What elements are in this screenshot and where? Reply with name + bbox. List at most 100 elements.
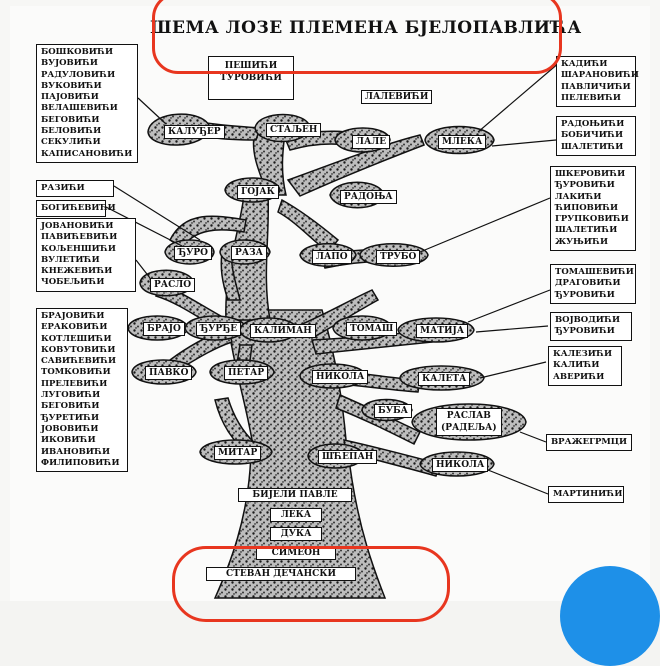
node-raslav-box: РАСЛАВ (РАДЕЉА) bbox=[436, 408, 502, 436]
list-bogicevici: БОГИЋЕВИЋИ bbox=[36, 200, 116, 218]
list-item: КАПИСАНОВИЋИ bbox=[41, 148, 133, 159]
node-brajo: БРАЈО bbox=[143, 322, 185, 336]
node-raslav: РАСЛАВ bbox=[446, 411, 491, 421]
node-shchepan: ШЋЕПАН bbox=[318, 450, 378, 464]
list-item: ЛУГОВИЋИ bbox=[41, 390, 101, 401]
list-item: БОШКОВИЋИ bbox=[41, 47, 114, 57]
node-duka: ДУКА bbox=[270, 527, 322, 541]
node-petar: ПЕТАР bbox=[224, 366, 269, 380]
list-item: ШАРАНОВИЋИ bbox=[561, 70, 639, 81]
list-item: ПАВИЋЕВИЋИ bbox=[41, 232, 118, 243]
list-item: РАДУЛОВИЋИ bbox=[41, 69, 116, 80]
node-buba: БУБА bbox=[374, 404, 413, 418]
list-right-3: ШКЕРОВИЋИ ЂУРОВИЋИ ЛАКИЋИ ЋИПОВИЋИ ГРУПК… bbox=[550, 166, 636, 252]
list-item: ГРУПКОВИЋИ bbox=[555, 214, 629, 225]
node-tomash: ТОМАШ bbox=[346, 322, 398, 336]
list-item: ВОЈВОДИЋИ bbox=[555, 315, 621, 325]
list-item: КОТЛЕШИЋИ bbox=[41, 333, 112, 344]
list-item: ДРАГОВИЋИ bbox=[555, 278, 621, 289]
list-item: ТОМАШЕВИЋИ bbox=[555, 267, 634, 277]
node-pavko: ПАВКО bbox=[145, 366, 193, 380]
list-item: ВЕЛАШЕВИЋИ bbox=[41, 103, 118, 114]
node-radelja: (РАДЕЉА) bbox=[441, 423, 497, 433]
list-item: ПРЕЛЕВИЋИ bbox=[41, 378, 108, 389]
node-leka: ЛЕКА bbox=[270, 508, 322, 522]
node-nikola-lower: НИКОЛА bbox=[432, 458, 489, 472]
node-mleka: МЛЕКА bbox=[438, 135, 487, 149]
list-item: БРАЈОВИЋИ bbox=[41, 311, 105, 321]
node-kaluder: КАЛУЂЕР bbox=[164, 125, 225, 139]
list-item: ЂУРОВИЋИ bbox=[555, 326, 615, 337]
list-item: ШАЛЕТИЋИ bbox=[555, 225, 618, 236]
floating-action-button[interactable] bbox=[560, 566, 660, 666]
diagram-title: ШЕМА ЛОЗЕ ПЛЕМЕНА БЈЕЛОПАВЛИЋА bbox=[150, 18, 582, 38]
list-item: БОГИЋЕВИЋИ bbox=[41, 203, 116, 213]
red-annotation-top bbox=[152, 0, 562, 74]
list-right-6: КАЛЕЗИЋИ КАЛИЋИ АВЕРИЋИ bbox=[548, 346, 622, 386]
list-item: ЕРАКОВИЋИ bbox=[41, 322, 108, 333]
list-item: ВРАЖЕГРМЦИ bbox=[551, 437, 628, 447]
list-item: БЕГОВИЋИ bbox=[41, 114, 100, 125]
list-item: КАЛЕЗИЋИ bbox=[553, 349, 613, 359]
screenshot-stage: ШЕМА ЛОЗЕ ПЛЕМЕНА БЈЕЛОПАВЛИЋА ПЕШИЋИ ТУ… bbox=[36, 0, 660, 666]
list-item: ЂУРОВИЋИ bbox=[555, 180, 615, 191]
list-item: ЖУЊИЋИ bbox=[555, 236, 609, 247]
list-left-bottom: БРАЈОВИЋИ ЕРАКОВИЋИ КОТЛЕШИЋИ КОВУТОВИЋИ… bbox=[36, 308, 128, 473]
node-turovici: ТУРОВИЋИ bbox=[220, 73, 282, 83]
list-item: ШАЛЕТИЋИ bbox=[561, 141, 624, 152]
list-item: СЕКУЛИЋИ bbox=[41, 137, 101, 148]
list-item: ТОМКОВИЋИ bbox=[41, 367, 111, 378]
list-item: БЕГОВИЋИ bbox=[41, 401, 100, 412]
list-item: ЈОВАНОВИЋИ bbox=[41, 221, 114, 231]
node-lalevici: ЛАЛЕВИЋИ bbox=[361, 90, 433, 104]
node-raza: РАЗА bbox=[231, 246, 267, 260]
list-item: РАЗИЋИ bbox=[41, 183, 85, 193]
list-razici: РАЗИЋИ bbox=[36, 180, 114, 198]
node-gojak: ГОЈАК bbox=[237, 185, 279, 199]
list-martinici: МАРТИНИЋИ bbox=[548, 486, 624, 504]
list-item: КАДИЋИ bbox=[561, 59, 608, 69]
node-kaleta: КАЛЕТА bbox=[418, 372, 471, 386]
node-mitar: МИТАР bbox=[214, 446, 262, 460]
red-annotation-bottom bbox=[172, 546, 450, 622]
list-item: ИКОВИЋИ bbox=[41, 435, 96, 446]
list-item: ЛАКИЋИ bbox=[555, 191, 602, 202]
node-djuro: ЂУРО bbox=[174, 246, 213, 260]
node-kaliman: КАЛИМАН bbox=[250, 324, 316, 338]
node-radonja: РАДОЊА bbox=[340, 190, 397, 204]
node-djurdje: ЂУРЂЕ bbox=[196, 322, 242, 336]
list-right-2: РАДОЊИЋИ БОБИЧИЋИ ШАЛЕТИЋИ bbox=[556, 116, 636, 156]
list-item: КОЉЕНШИЋИ bbox=[41, 243, 116, 254]
list-item: КНЕЖЕВИЋИ bbox=[41, 266, 113, 277]
list-item: ЧОБЕЉИЋИ bbox=[41, 277, 105, 288]
list-item: ПЕЛЕВИЋИ bbox=[561, 92, 621, 103]
list-item: ВУЈОВИЋИ bbox=[41, 58, 98, 69]
list-item: ПАВЛИЧИЋИ bbox=[561, 81, 631, 92]
node-raslo: РАСЛО bbox=[150, 278, 196, 292]
node-nikola-upper: НИКОЛА bbox=[312, 370, 369, 384]
list-item: ШКЕРОВИЋИ bbox=[555, 169, 626, 179]
node-stevan-dechanski: СТЕВАН ДЕЧАНСКИ bbox=[206, 567, 356, 581]
connector-lines bbox=[103, 61, 561, 495]
tree-shape bbox=[127, 113, 527, 599]
list-item: ИВАНОВИЋИ bbox=[41, 446, 111, 457]
node-bijeli-pavle: БИЈЕЛИ ПАВЛЕ bbox=[238, 488, 352, 502]
list-item: ВУЛЕТИЋИ bbox=[41, 254, 100, 265]
list-item: ЂУРЕТИЋИ bbox=[41, 412, 100, 423]
node-peshici-box: ПЕШИЋИ ТУРОВИЋИ bbox=[208, 56, 294, 100]
list-item: ВУКОВИЋИ bbox=[41, 80, 102, 91]
list-item: КАЛИЋИ bbox=[553, 360, 600, 371]
node-trubo: ТРУБО bbox=[376, 250, 421, 264]
node-peshici: ПЕШИЋИ bbox=[224, 61, 278, 71]
node-staljen: СТАЉЕН bbox=[266, 123, 322, 137]
list-left-mid: ЈОВАНОВИЋИ ПАВИЋЕВИЋИ КОЉЕНШИЋИ ВУЛЕТИЋИ… bbox=[36, 218, 136, 292]
list-item: ПАЈОВИЋИ bbox=[41, 92, 99, 103]
list-item: ЈОВОВИЋИ bbox=[41, 423, 99, 434]
node-matija: МАТИЈА bbox=[416, 324, 469, 338]
list-item: БЕЛОВИЋИ bbox=[41, 126, 102, 137]
list-item: КОВУТОВИЋИ bbox=[41, 344, 116, 355]
list-item: ЋИПОВИЋИ bbox=[555, 202, 619, 213]
list-left-top: БОШКОВИЋИ ВУЈОВИЋИ РАДУЛОВИЋИ ВУКОВИЋИ П… bbox=[36, 44, 138, 163]
list-item: РАДОЊИЋИ bbox=[561, 119, 625, 129]
list-item: АВЕРИЋИ bbox=[553, 371, 605, 382]
